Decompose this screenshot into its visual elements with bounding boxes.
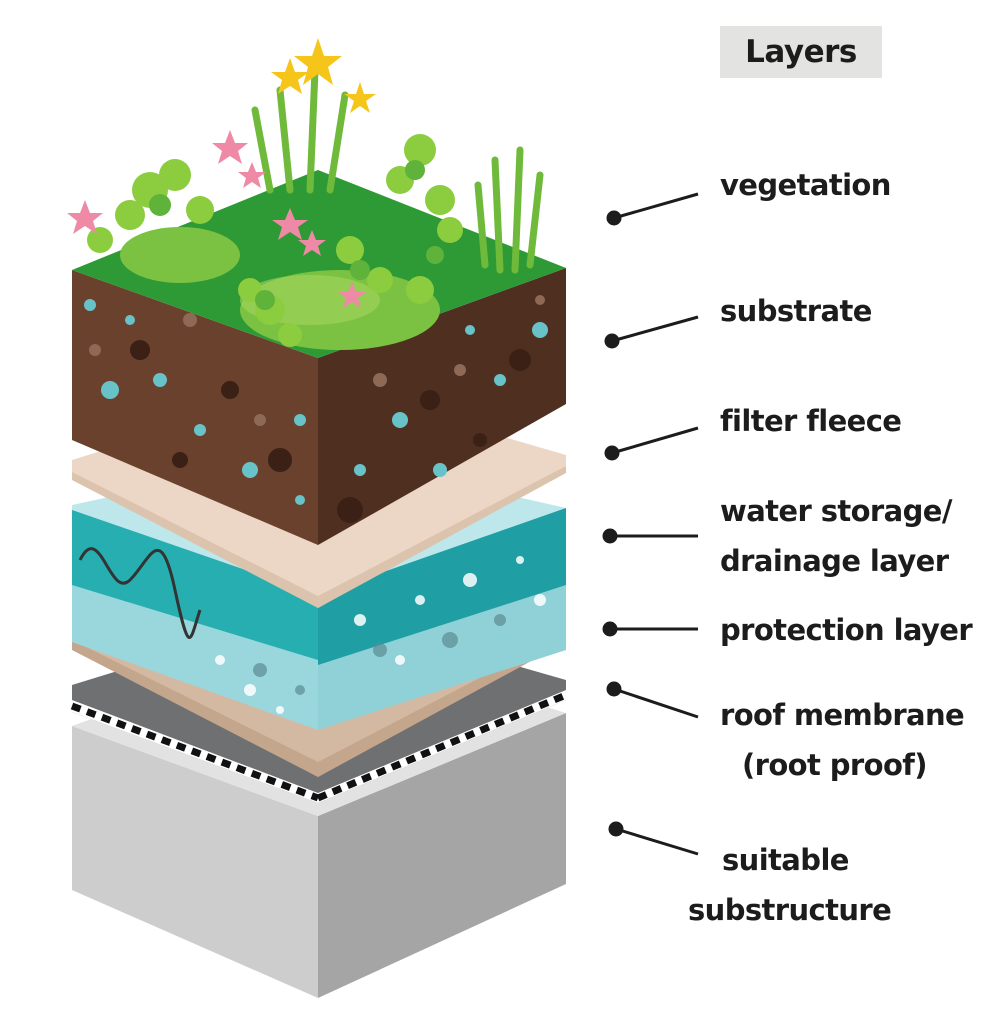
label-line: water storage/ <box>720 494 952 528</box>
label-substrate: substrate <box>720 286 872 336</box>
label-line: (root proof) <box>742 748 928 782</box>
label-line: protection layer <box>720 613 973 647</box>
label-line: roof membrane <box>720 698 965 732</box>
label-line: drainage layer <box>720 544 949 578</box>
label-roof-membrane: roof membrane (root proof) <box>720 690 965 790</box>
vegetation-top <box>67 38 566 358</box>
label-vegetation: vegetation <box>720 160 891 210</box>
label-line: suitable <box>722 843 849 877</box>
label-line: substructure <box>688 893 892 927</box>
label-line: filter fleece <box>720 404 902 438</box>
label-line: substrate <box>720 294 872 328</box>
leader-lines <box>602 192 699 856</box>
legend-title: Layers <box>720 26 882 78</box>
label-line: vegetation <box>720 168 891 202</box>
label-water-storage: water storage/ drainage layer <box>720 486 952 586</box>
label-protection-layer: protection layer <box>720 605 973 655</box>
label-substructure: suitable substructure <box>688 835 892 935</box>
label-filter-fleece: filter fleece <box>720 396 902 446</box>
